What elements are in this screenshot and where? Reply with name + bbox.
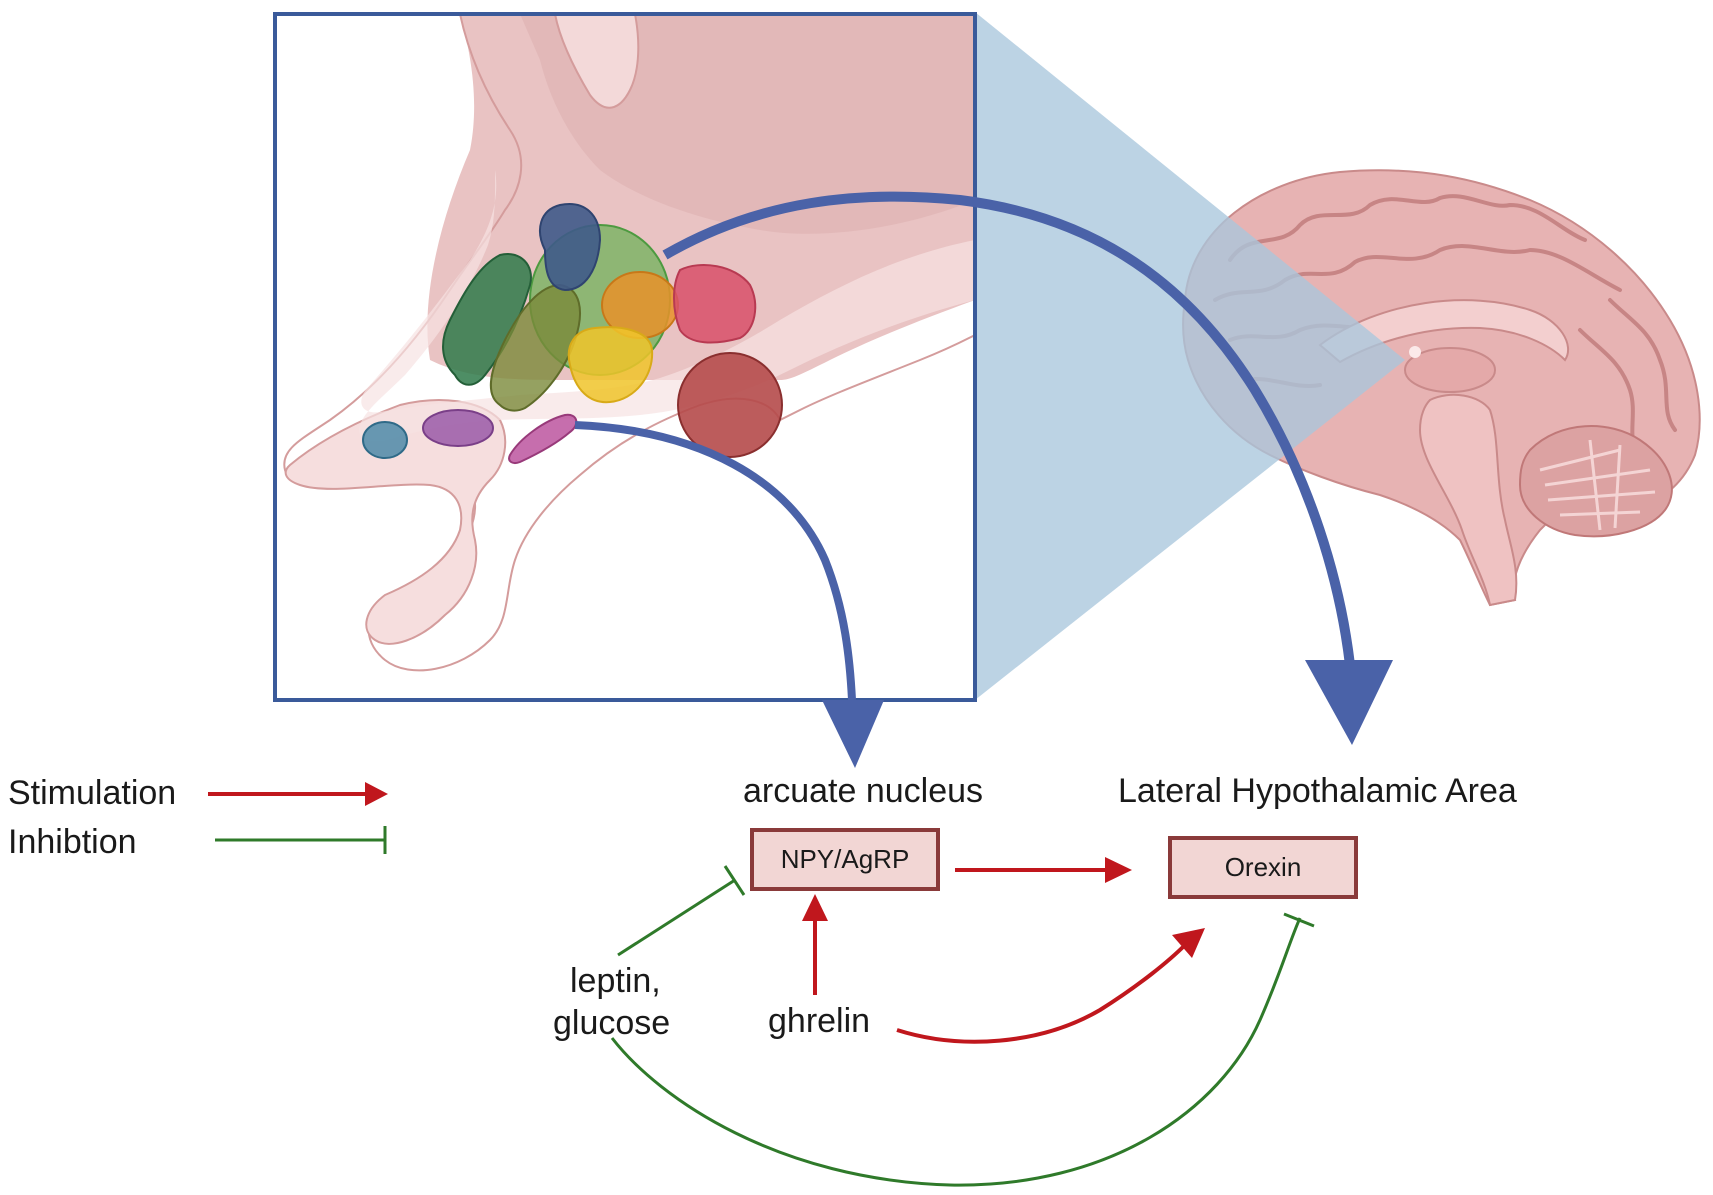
legend-stimulation-arrowhead (365, 782, 388, 806)
glucose-label: glucose (553, 1004, 671, 1042)
lateral-hypothalamic-area-label: Lateral Hypothalamic Area (1118, 772, 1517, 810)
zoom-projection (975, 12, 1405, 700)
stimulation-arrows (802, 857, 1205, 1044)
npy-agrp-label: NPY/AgRP (780, 844, 910, 874)
inhibition-arrows (610, 865, 1315, 1187)
arrow-ghrelin-to-orexin (896, 943, 1187, 1044)
orexin-box: Orexin (1168, 836, 1358, 899)
projection-arrows (574, 191, 1393, 768)
legend-inhibition-label: Inhibtion (8, 823, 137, 861)
legend (208, 782, 388, 854)
brain-sagittal-illustration (1182, 169, 1701, 607)
inhibit-glucose-to-orexin (610, 917, 1302, 1187)
inhibit-leptin-to-npy (617, 878, 736, 957)
npy-agrp-box: NPY/AgRP (750, 828, 940, 891)
legend-stimulation-label: Stimulation (8, 774, 177, 812)
arcuate-nucleus-label: arcuate nucleus (743, 772, 984, 810)
orexin-label: Orexin (1224, 852, 1302, 882)
ghrelin-label: ghrelin (768, 1002, 871, 1040)
hypothalamus-section-illustration (273, 12, 977, 702)
leptin-label: leptin, (570, 962, 661, 1000)
